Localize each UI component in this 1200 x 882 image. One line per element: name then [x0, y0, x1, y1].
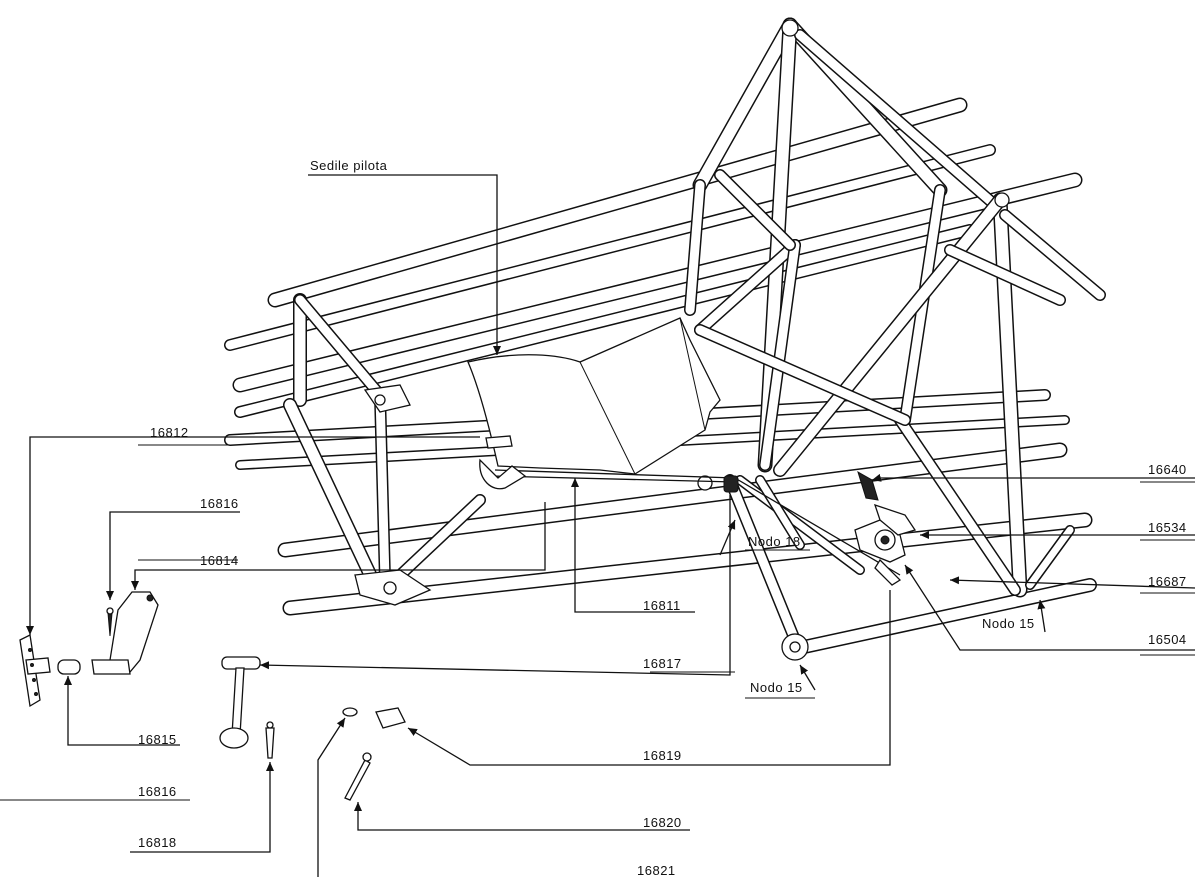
label-nodo-18: Nodo 18 [748, 534, 801, 549]
control-cable [479, 435, 901, 576]
label-nodo-15-lower: Nodo 15 [750, 680, 803, 695]
leader-lines [0, 174, 1196, 877]
label-16818: 16818 [138, 835, 177, 850]
label-16504: 16504 [1148, 632, 1187, 647]
label-16811: 16811 [643, 598, 681, 613]
label-sedile-pilota: Sedile pilota [310, 158, 388, 173]
exploded-parts [19, 591, 406, 801]
label-16820: 16820 [643, 815, 682, 830]
label-16819: 16819 [643, 748, 682, 763]
label-16815: 16815 [138, 732, 177, 747]
label-16687: 16687 [1148, 574, 1187, 589]
label-16821: 16821 [637, 863, 676, 878]
label-16817: 16817 [643, 656, 682, 671]
pilot-seat [467, 317, 721, 475]
label-16816-lower: 16816 [138, 784, 177, 799]
label-nodo-15-right: Nodo 15 [982, 616, 1035, 631]
label-16814: 16814 [200, 553, 239, 568]
label-16812: 16812 [150, 425, 189, 440]
label-16816-upper: 16816 [200, 496, 239, 511]
label-16534: 16534 [1148, 520, 1187, 535]
label-16640: 16640 [1148, 462, 1187, 477]
pedal-assembly [854, 470, 917, 586]
